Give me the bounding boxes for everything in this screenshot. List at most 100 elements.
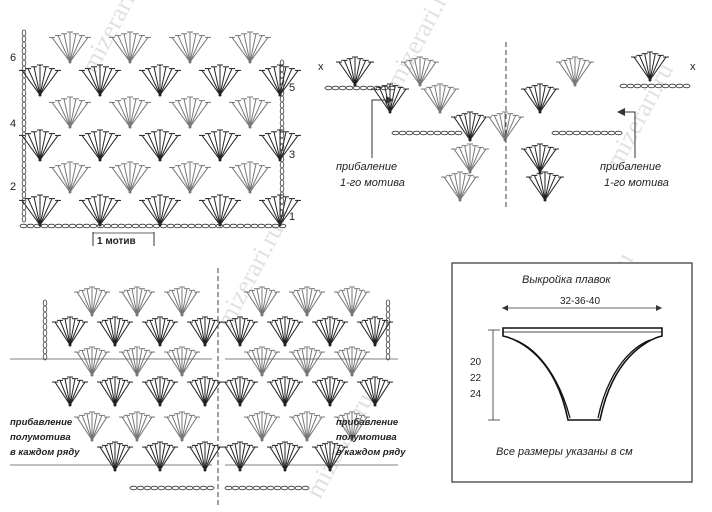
stitch-post: [136, 348, 143, 376]
stitch-post: [204, 443, 211, 471]
stitch-post: [109, 378, 116, 406]
stitch-post: [224, 446, 241, 471]
stitch-post: [166, 291, 183, 316]
stitch-post: [329, 320, 341, 346]
chain-stitch: [21, 53, 27, 61]
stitch-post: [69, 320, 81, 346]
chain-stitch: [21, 29, 27, 37]
stitch-post: [261, 70, 281, 96]
stitch-post: [69, 100, 83, 128]
stitch-post: [261, 413, 268, 441]
chain-stitch: [192, 485, 201, 491]
stitch-post: [279, 198, 293, 226]
stitch-post: [21, 70, 41, 96]
stitch-post: [284, 378, 291, 406]
stitch-post: [458, 115, 471, 141]
chain-stitch: [21, 161, 27, 169]
fan-motif: [169, 161, 211, 194]
stitch-post: [99, 381, 116, 406]
stitch-post: [539, 85, 546, 113]
fan-base: [468, 138, 472, 142]
chain-stitch: [385, 311, 391, 319]
stitch-post: [504, 116, 522, 141]
stitch-post: [104, 380, 116, 406]
stitch-post: [91, 348, 98, 376]
stitch-post: [69, 37, 89, 63]
stitch-post: [181, 290, 193, 316]
fan-motif: [229, 96, 271, 129]
fan-base: [203, 403, 207, 407]
chain-row: [19, 223, 287, 229]
vertical-chain: [385, 299, 391, 361]
stitch-post: [267, 68, 281, 96]
stitch-post: [51, 102, 71, 128]
fan-motif: [19, 64, 61, 97]
stitch-post: [246, 351, 263, 376]
fan-motif: [164, 346, 200, 377]
chain-stitch: [124, 223, 133, 229]
chart3-fan-motifs: [52, 286, 393, 472]
fan-motif: [312, 376, 348, 407]
stitch-post: [69, 318, 76, 346]
chain-stitch: [171, 485, 180, 491]
chain-stitch: [245, 485, 254, 491]
stitch-post: [99, 66, 107, 96]
stitch-post: [261, 348, 268, 376]
stitch-post: [306, 416, 323, 441]
chain-stitch: [433, 130, 442, 136]
x-mark-right: x: [690, 61, 696, 73]
chain-stitch: [385, 305, 391, 313]
chain-stitch: [143, 485, 152, 491]
stitch-post: [154, 443, 161, 471]
stitch-post: [51, 167, 71, 193]
fan-motif: [49, 96, 91, 129]
fan-motif: [334, 411, 370, 442]
chain-stitch: [21, 89, 27, 97]
stitch-post: [199, 443, 206, 471]
chain-stitch: [387, 85, 396, 91]
fan-motif: [521, 143, 559, 174]
stitch-post: [329, 318, 336, 346]
stitch-post: [69, 378, 76, 406]
stitch-post: [284, 446, 301, 471]
stitch-post: [159, 66, 167, 96]
stitch-post: [154, 318, 161, 346]
fan-motif: [267, 441, 303, 472]
fan-base: [203, 468, 207, 472]
stitch-post: [51, 37, 71, 63]
chain-stitch: [68, 223, 77, 229]
stitch-post: [239, 318, 246, 346]
chain-stitch: [385, 329, 391, 337]
stitch-post: [114, 378, 121, 406]
chart1-left-edge-chain: [21, 29, 27, 223]
stitch-post: [54, 381, 71, 406]
stitch-post: [364, 380, 376, 406]
stitch-post: [171, 290, 183, 316]
fan-base: [418, 83, 422, 87]
stitch-post: [147, 68, 161, 96]
stitch-post: [129, 167, 149, 193]
chain-stitch: [21, 155, 27, 163]
stitch-post: [219, 196, 227, 226]
stitch-post: [261, 350, 273, 376]
stitch-post: [76, 351, 93, 376]
stitch-post: [534, 85, 541, 113]
fan-base: [438, 110, 442, 114]
stitch-post: [296, 415, 308, 441]
stitch-post: [111, 167, 131, 193]
chain-stitch: [224, 485, 233, 491]
stitch-post: [306, 415, 318, 441]
stitch-post: [319, 445, 331, 471]
stitch-post: [488, 116, 506, 141]
stitch-post: [419, 58, 426, 86]
stitch-post: [213, 131, 221, 161]
stitch-post: [194, 320, 206, 346]
stitch-post: [136, 351, 153, 376]
width-arrow-left: [502, 305, 508, 311]
chain-stitch: [331, 85, 340, 91]
chain-stitch: [201, 223, 210, 229]
chain-stitch: [278, 223, 287, 229]
fan-motif: [109, 161, 151, 194]
fan-base: [68, 125, 72, 129]
fan-motif: [441, 171, 479, 202]
